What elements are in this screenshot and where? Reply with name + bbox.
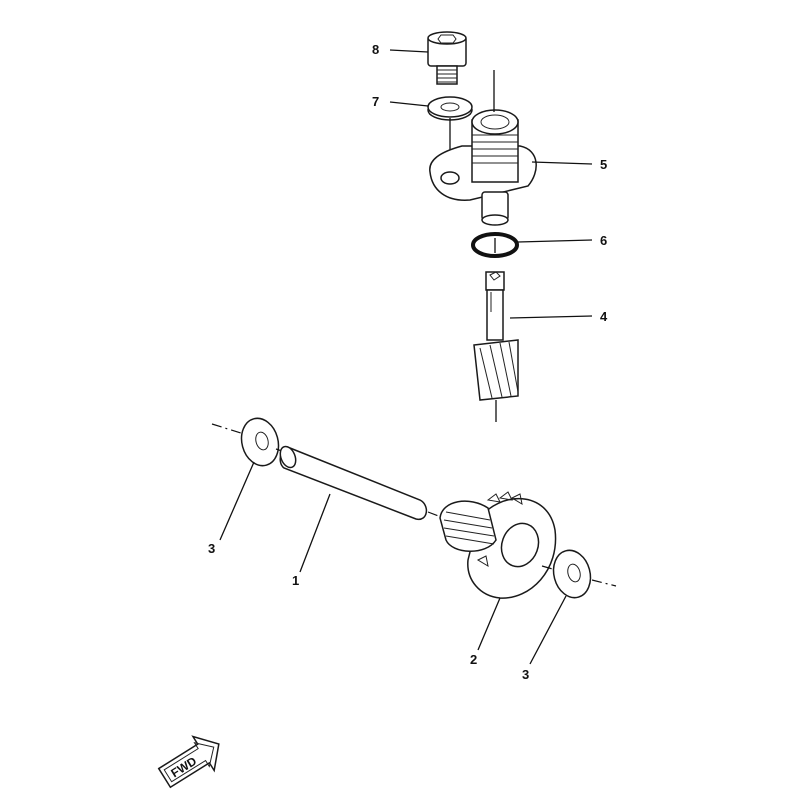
callout-3-lower: 3	[522, 667, 529, 682]
callout-8: 8	[372, 42, 379, 57]
part-5-housing	[429, 109, 537, 226]
part-7-washer	[427, 96, 473, 121]
part-6-o-ring	[471, 232, 519, 258]
callout-5: 5	[600, 157, 607, 172]
callout-6: 6	[600, 233, 607, 248]
fwd-arrow-icon: FWD	[157, 735, 220, 789]
part-8-bolt	[427, 31, 467, 85]
callout-2: 2	[470, 652, 477, 667]
leader-lines	[219, 49, 593, 665]
callout-4: 4	[600, 309, 608, 324]
part-2-drive-gear	[439, 491, 557, 599]
callout-7: 7	[372, 94, 379, 109]
callout-labels: 8 7 5 6 4 3 1 2 3	[208, 42, 608, 682]
part-3-washer-right	[541, 549, 617, 599]
callout-1: 1	[292, 573, 299, 588]
part-1-shaft	[279, 445, 445, 520]
callout-3-upper: 3	[208, 541, 215, 556]
part-4-driven-gear	[473, 271, 519, 422]
